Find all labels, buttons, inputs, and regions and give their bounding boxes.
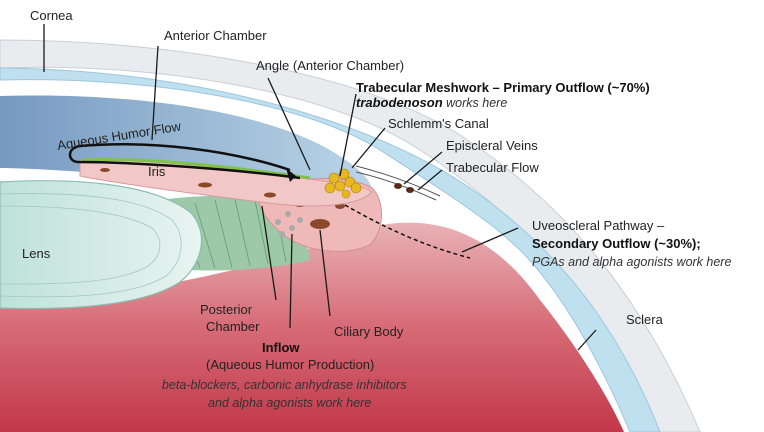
inflow-drugs-line2: and alpha agonists work here	[208, 396, 371, 410]
lens-shape	[0, 180, 203, 310]
posterior-chamber-line2: Chamber	[206, 319, 260, 334]
trabodenoson-works-here: works here	[443, 96, 508, 110]
ciliary-body-label: Ciliary Body	[334, 324, 404, 339]
uveoscleral-line3: PGAs and alpha agonists work here	[532, 255, 731, 269]
episcleral-vein-dots	[394, 183, 414, 193]
angle-label: Angle (Anterior Chamber)	[256, 58, 404, 73]
trabecular-flow-label: Trabecular Flow	[446, 160, 539, 175]
uveoscleral-line2: Secondary Outflow (~30%);	[532, 236, 701, 251]
aqueous-flow-arrow	[68, 143, 301, 180]
iris-anterior-line	[81, 158, 311, 180]
inflow-drugs-line1: beta-blockers, carbonic anhydrase inhibi…	[162, 378, 407, 392]
lens-layers	[0, 193, 182, 298]
inflow-subtitle: (Aqueous Humor Production)	[206, 357, 374, 372]
iris-label: Iris	[148, 164, 166, 179]
ciliary-processes	[275, 211, 303, 237]
posterior-chamber-line1: Posterior	[200, 302, 253, 317]
episcleral-veins-label: Episcleral Veins	[446, 138, 538, 153]
cornea-shape	[0, 67, 661, 432]
uveoscleral-dashed-path	[344, 204, 471, 259]
leader-lines	[43, 24, 597, 351]
trabodenoson-line: trabodenoson works here	[356, 95, 507, 110]
inflow-label: Inflow	[262, 340, 300, 355]
uveoscleral-line1: Uveoscleral Pathway –	[532, 218, 665, 233]
iris-pigment	[100, 168, 276, 198]
trabodenoson-label: trabodenoson	[356, 95, 443, 110]
lens-label: Lens	[22, 246, 51, 261]
trabecular-meshwork-label: Trabecular Meshwork – Primary Outflow (~…	[356, 80, 650, 95]
schlemms-canal-label: Schlemm's Canal	[388, 116, 489, 131]
anterior-chamber-label: Anterior Chamber	[164, 28, 267, 43]
aqueous-flow-arrowhead	[286, 168, 296, 182]
vitreous-shape	[0, 222, 624, 432]
cornea-label: Cornea	[30, 8, 73, 23]
sclera-label: Sclera	[626, 312, 664, 327]
